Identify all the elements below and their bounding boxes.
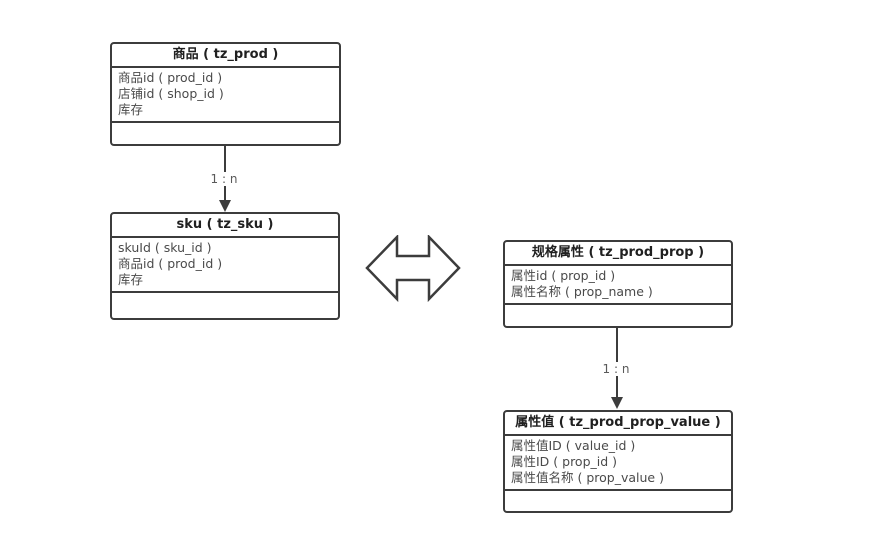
field-row: 属性名称 ( prop_name ) [511, 284, 653, 299]
table-title: 属性值 ( tz_prod_prop_value ) [505, 412, 731, 436]
entity-table-prod-prop: 规格属性 ( tz_prod_prop ) 属性id ( prop_id ) 属… [503, 240, 733, 328]
field-row: 属性ID ( prop_id ) [511, 454, 618, 469]
field-row: 库存 [118, 272, 144, 287]
field-row: 属性id ( prop_id ) [511, 268, 616, 283]
multiplicity-label: 1 : n [599, 362, 633, 376]
arrowhead-down-icon [219, 200, 231, 212]
field-row: 店铺id ( shop_id ) [118, 86, 224, 101]
field-row: 库存 [118, 102, 144, 117]
double-arrow-icon [365, 235, 461, 302]
entity-table-prod-prop-value: 属性值 ( tz_prod_prop_value ) 属性值ID ( value… [503, 410, 733, 513]
arrowhead-down-icon [611, 397, 623, 409]
multiplicity-label: 1 : n [207, 172, 241, 186]
field-row: skuId ( sku_id ) [118, 240, 212, 255]
table-fields: 商品id ( prod_id ) 店铺id ( shop_id ) 库存 [112, 68, 339, 123]
field-row: 属性值名称 ( prop_value ) [511, 470, 664, 485]
table-title: 商品 ( tz_prod ) [112, 44, 339, 68]
table-title: 规格属性 ( tz_prod_prop ) [505, 242, 731, 266]
field-row: 商品id ( prod_id ) [118, 256, 223, 271]
table-empty-section [112, 123, 339, 144]
table-empty-section [505, 491, 731, 511]
field-row: 商品id ( prod_id ) [118, 70, 223, 85]
table-title: sku ( tz_sku ) [112, 214, 338, 238]
table-fields: skuId ( sku_id ) 商品id ( prod_id ) 库存 [112, 238, 338, 293]
table-fields: 属性id ( prop_id ) 属性名称 ( prop_name ) [505, 266, 731, 305]
entity-table-prod: 商品 ( tz_prod ) 商品id ( prod_id ) 店铺id ( s… [110, 42, 341, 146]
table-empty-section [505, 305, 731, 326]
table-empty-section [112, 293, 338, 318]
field-row: 属性值ID ( value_id ) [511, 438, 636, 453]
table-fields: 属性值ID ( value_id ) 属性ID ( prop_id ) 属性值名… [505, 436, 731, 491]
entity-table-sku: sku ( tz_sku ) skuId ( sku_id ) 商品id ( p… [110, 212, 340, 320]
